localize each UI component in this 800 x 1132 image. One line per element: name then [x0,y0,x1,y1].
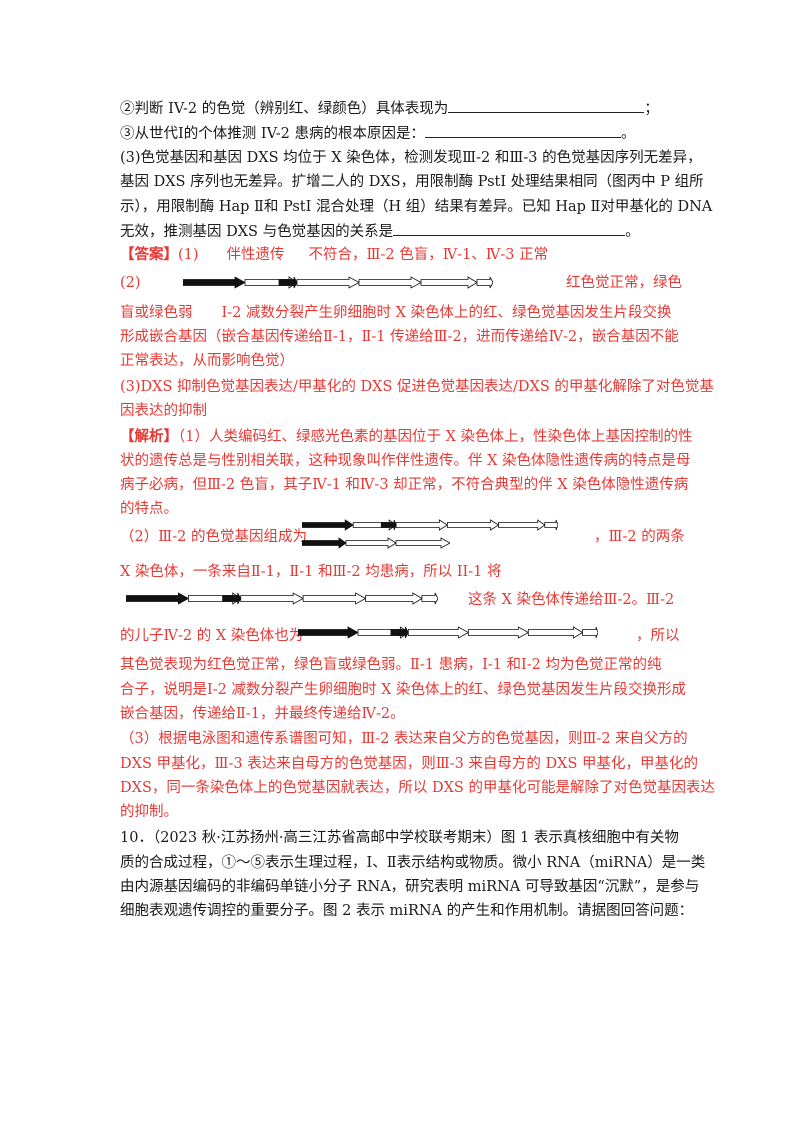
analysis-line-p3-3: DXS，同一条染色体上的色觉基因就表达，所以 DXS 的甲基化可能是解除了对色觉… [120,780,715,796]
answer-blank-2[interactable] [424,123,621,138]
black-segment-arrow [278,276,298,289]
answer-line-6: (3)DXS 抑制色觉基因表达/甲基化的 DXS 促进色觉基因表达/DXS 的甲… [120,379,714,395]
white-gene-arrow [421,592,438,605]
white-gene-arrow [544,519,558,531]
chimeric-gene-svg [298,626,598,639]
white-gene-arrow [527,626,584,639]
answer-line-2: (2) [120,273,680,293]
q3-line-2: 基因 DXS 序列也无差异。扩增二人的 DXS，用限制酶 PstI 处理结果相同… [120,174,704,190]
analysis-tag: 【解析】 [120,428,178,445]
gene-diagram-iii2-b [302,537,450,549]
white-gene-arrow [395,537,450,549]
q3-line-3: 示），用限制酶 Hap Ⅱ和 PstI 混合处理（H 组）结果有差异。已知 Ha… [120,199,713,215]
answer-1-num: (1) [178,247,199,263]
analysis-line-4: 的特点。 [120,501,178,517]
white-gene-arrow [467,626,530,639]
gene-diagram-ii1 [126,592,438,605]
q10-line-2: 质的合成过程，①～⑤表示生理过程，Ⅰ、Ⅱ表示结构或物质。微小 RNA（miRNA… [120,855,706,871]
white-gene-arrow [446,519,500,531]
answer-2-num: (2) [120,275,141,291]
chimeric-gene-svg [302,519,558,531]
white-gene-arrow [582,626,598,639]
analysis-p2-line4-tail: ，所以 [636,628,680,644]
answer-line-7: 因表达的抑制 [120,403,207,419]
black-segment-arrow [302,537,347,549]
white-gene-arrow [476,276,493,289]
analysis-line-p3-2: DXS 甲基化，Ⅲ-3 表达来自母方的色觉基因，则Ⅲ-3 来自母方的 DXS 甲… [120,756,699,772]
analysis-line-1: 【解析】（1）人类编码红、绿感光色素的基因位于 X 染色体上，性染色体上基因控制… [120,427,693,447]
black-segment-arrow [183,276,246,289]
answer-line-4: 形成嵌合基因（嵌合基因传递给Ⅱ-1，Ⅱ-1 传递给Ⅲ-2，进而传递给Ⅳ-2，嵌合… [120,329,679,345]
white-gene-arrow [498,519,546,531]
black-segment-arrow [390,626,409,639]
q10-line-3: 由内源基因编码的非编码单链小分子 RNA，研究表明 miRNA 可导致基因“沉默… [120,879,700,895]
white-gene-arrow [240,592,304,605]
black-segment-arrow [302,519,354,531]
answer-line-5: 正常表达，从而影响色觉） [120,353,294,369]
gene-diagram-iv2 [298,626,598,639]
answer-1-part2: 不符合，Ⅲ-2 色盲，Ⅳ-1、Ⅳ-3 正常 [308,247,549,263]
black-segment-arrow [298,626,359,639]
q3-line-4: 无效，推测基因 DXS 与色觉基因的关系是 。 [120,221,680,242]
white-gene-arrow [296,276,360,289]
q2-line2-end: 。 [620,126,636,142]
analysis-line-p2-5: 其色觉表现为红色觉正常，绿色盲或绿色弱。Ⅱ-1 患病，Ⅰ-1 和Ⅰ-2 均为色觉… [120,657,662,673]
black-segment-arrow [380,519,397,531]
white-gene-arrow [420,276,478,289]
white-gene-arrow [365,592,423,605]
answer-blank-1[interactable] [448,98,645,113]
q3-line4-text: 无效，推测基因 DXS 与色觉基因的关系是 [120,224,394,240]
q10-line-4: 细胞表观遗传调控的重要分子。图 2 表示 miRNA 的产生和作用机制。请据图回… [120,903,694,919]
white-gene-arrow [395,519,449,531]
white-gene-arrow [407,626,470,639]
answer-1-part1: 伴性遗传 [226,247,285,263]
answer-2-tail: 红色觉正常，绿色 [566,275,682,291]
analysis-line-p3-4: 的抑制。 [120,804,178,820]
q3-line4-end: 。 [625,224,640,240]
analysis-line-3: 病子必病，但Ⅲ-2 色盲，其子Ⅳ-1 和Ⅳ-3 却正常，不符合典型的伴 X 染色… [120,477,689,493]
analysis-p2-head: （2）Ⅲ-2 的色觉基因组成为 [120,529,307,545]
white-gene-arrow [358,276,422,289]
black-segment-arrow [222,592,242,605]
gene-diagram-iii2-a [302,519,558,531]
answer-line-3: 盲或绿色弱 Ⅰ-2 减数分裂产生卵细胞时 X 染色体上的红、绿色觉基因发生片段交… [120,305,672,321]
white-gene-arrow [302,592,367,605]
q2-line2-text: ③从世代Ⅰ的个体推测 IV-2 患病的根本原因是： [120,126,425,142]
q10-line-1: 10．（2023 秋·江苏扬州·高三江苏省高邮中学校联考期末）图 1 表示真核细… [120,830,679,846]
chimeric-gene-svg [126,592,438,605]
analysis-p2-line4-head: 的儿子Ⅳ-2 的 X 染色体也为 [120,628,304,644]
black-segment-arrow [126,592,190,605]
analysis-p2-line3-tail: 这条 X 染色体传递给Ⅲ-2。Ⅲ-2 [468,592,675,608]
analysis-line-p2-7: 嵌合基因，传递给Ⅱ-1，并最终传递给Ⅳ-2。 [120,706,405,722]
normal-gene-svg [302,537,450,549]
analysis-line-2: 状的遗传总是与性别相关联，这种现象叫作伴性遗传。伴 X 染色体隐性遗传病的特点是… [120,453,691,469]
chimeric-gene-svg [183,276,493,289]
analysis-p1-line1: （1）人类编码红、绿感光色素的基因位于 X 染色体上，性染色体上基因控制的性 [178,429,693,445]
analysis-p2-tail: ，Ⅲ-2 的两条 [594,529,685,545]
analysis-line-p2-6: 合子，说明是Ⅰ-2 减数分裂产生卵细胞时 X 染色体上的红、绿色觉基因发生片段交… [120,682,686,698]
q2-line-1: ②判断 IV-2 的色觉（辨别红、绿颜色）具体表现为 ； [120,98,680,119]
q3-line-1: (3)色觉基因和基因 DXS 均位于 X 染色体，检测发现Ⅲ-2 和Ⅲ-3 的色… [120,150,702,166]
q2-line1-end: ； [644,101,659,117]
q2-line-2: ③从世代Ⅰ的个体推测 IV-2 患病的根本原因是： 。 [120,123,680,144]
analysis-line-p3-1: （3）根据电泳图和遗传系谱图可知，Ⅲ-2 表达来自父方的色觉基因，则Ⅲ-2 来自… [120,731,688,747]
analysis-line-p2-2: X 染色体，一条来自Ⅱ-1，Ⅱ-1 和Ⅲ-2 均患病，所以 II-1 将 [120,564,502,580]
answer-line-1: 【答案】(1) 伴性遗传 不符合，Ⅲ-2 色盲，Ⅳ-1、Ⅳ-3 正常 [120,245,680,265]
white-gene-arrow [345,537,397,549]
q2-line1-text: ②判断 IV-2 的色觉（辨别红、绿颜色）具体表现为 [120,101,449,117]
answer-tag: 【答案】 [120,246,178,263]
gene-diagram-answer [183,276,493,289]
answer-blank-3[interactable] [393,221,626,236]
